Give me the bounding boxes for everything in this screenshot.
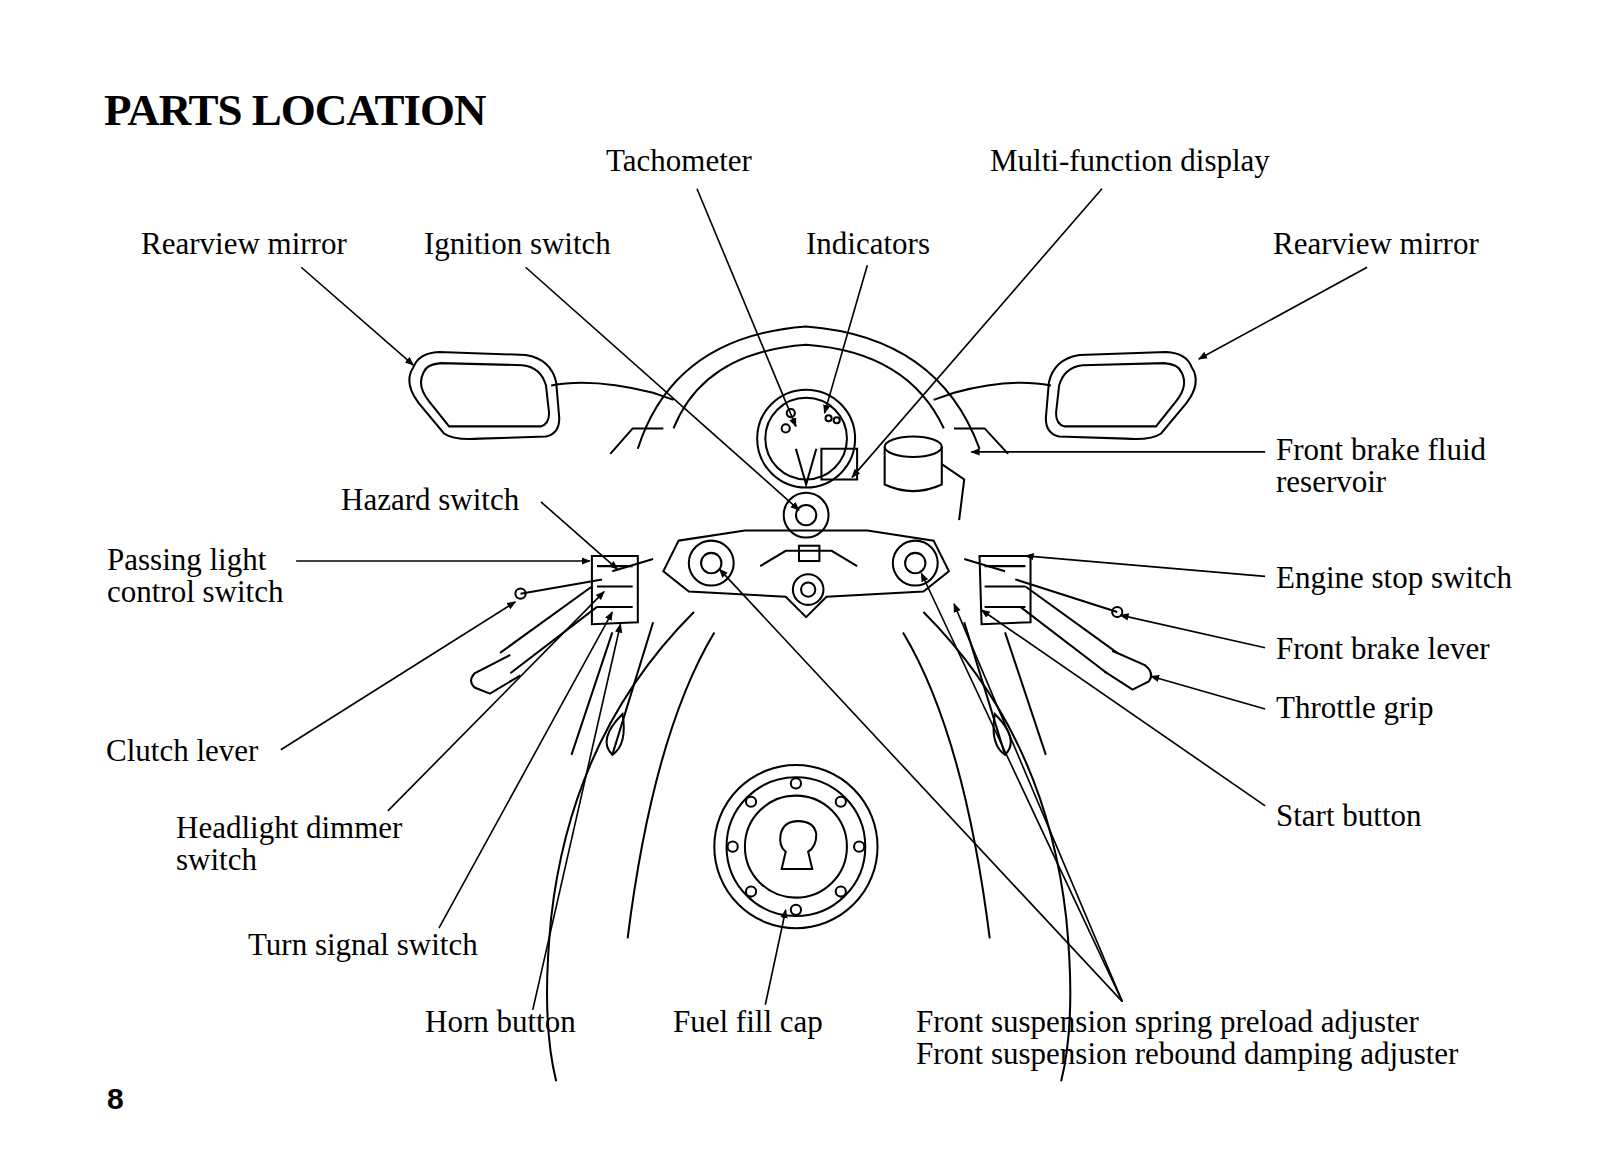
page-number: 8 [107,1083,124,1115]
part-label: Throttle grip [1276,692,1434,724]
part-label: Indicators [806,228,930,260]
part-label: Clutch lever [106,735,258,767]
part-label: Fuel fill cap [673,1006,823,1038]
page-title: PARTS LOCATION [104,84,486,136]
part-label: Rearview mirror [1273,228,1479,260]
part-label: Front brake fluid reservoir [1276,434,1526,498]
part-label: Hazard switch [341,484,519,516]
part-label: Multi-function display [990,145,1270,177]
part-label: Turn signal switch [248,929,478,961]
part-label: Start button [1276,800,1422,832]
leader-lines [281,189,1367,1010]
part-label: Passing light control switch [107,544,322,608]
part-label: Engine stop switch [1276,562,1512,594]
part-label: Horn button [425,1006,576,1038]
part-label: Front suspension rebound damping adjuste… [916,1038,1458,1070]
part-label: Front suspension spring preload adjuster [916,1006,1419,1038]
part-label: Headlight dimmer switch [176,812,446,876]
bike-outline [409,326,1195,1081]
part-label: Rearview mirror [141,228,347,260]
part-label: Tachometer [606,145,752,177]
part-label: Ignition switch [424,228,611,260]
part-label: Front brake lever [1276,633,1489,665]
